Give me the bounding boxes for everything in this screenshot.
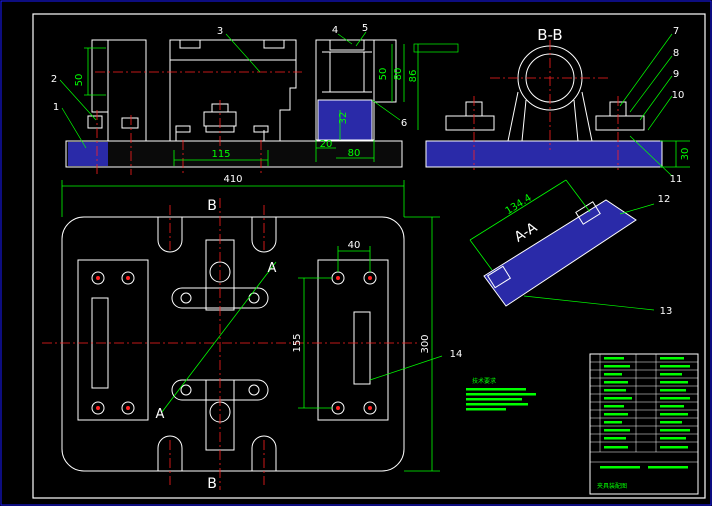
base-section-left <box>68 142 108 166</box>
dim-plan-300: 300 <box>420 334 431 353</box>
section-bb-label: B-B <box>537 26 562 44</box>
plan-dimensions <box>61 180 440 472</box>
plan-centerlines <box>42 198 420 490</box>
part-number-2: 2 <box>51 74 57 85</box>
part-number-6: 6 <box>401 118 407 129</box>
side-view <box>315 39 397 141</box>
part-number-7: 7 <box>673 26 679 37</box>
section-bb-view <box>425 45 663 168</box>
dim-front-115: 115 <box>211 149 230 160</box>
section-aa-label: A-A <box>512 219 541 245</box>
side-view-dimensions <box>315 44 419 162</box>
cut-label-b-top: B <box>207 198 217 214</box>
plan-view <box>61 216 405 472</box>
dim-plan-40: 40 <box>348 240 361 251</box>
part-number-3: 3 <box>217 26 223 37</box>
notes-heading: 技术要求 <box>472 377 496 385</box>
front-view-centerlines <box>95 71 302 175</box>
cut-label-a-top: A <box>268 261 277 276</box>
section-aa-dimensions <box>469 179 591 271</box>
side-section <box>317 99 373 141</box>
bb-base <box>425 140 663 168</box>
notes-lines <box>466 388 536 411</box>
dim-side-32: 32 <box>338 112 349 125</box>
part-number-8: 8 <box>673 48 679 59</box>
part-number-9: 9 <box>673 69 679 80</box>
dim-plan-155: 155 <box>292 333 303 352</box>
tolerance-frame <box>413 43 459 53</box>
section-bb-dimensions <box>660 140 690 168</box>
cut-label-b-bottom: B <box>207 476 217 492</box>
cut-line-aa <box>161 261 277 413</box>
dim-bb-30: 30 <box>680 148 691 161</box>
part-number-4: 4 <box>332 25 338 36</box>
section-bb-centerlines <box>473 40 619 170</box>
drawing-frame <box>32 13 706 499</box>
leader-lines <box>59 31 673 381</box>
dim-plan-410: 410 <box>223 174 242 185</box>
section-aa-view <box>483 199 637 307</box>
part-number-1: 1 <box>53 102 59 113</box>
part-numbers: 1 2 3 4 5 6 7 8 9 10 11 12 13 14 <box>51 23 685 360</box>
cut-label-a-bottom: A <box>156 407 165 422</box>
dim-side-80a: 80 <box>393 68 404 81</box>
front-view-dimensions <box>84 47 269 166</box>
part-number-13: 13 <box>660 306 673 317</box>
part-number-5: 5 <box>362 23 368 34</box>
title-block: 夹具装配图 <box>589 353 699 495</box>
dim-side-20: 20 <box>320 139 333 150</box>
dim-side-80b: 80 <box>348 148 361 159</box>
title-block-drawing-name: 夹具装配图 <box>597 482 627 490</box>
plan-hole-centers <box>96 276 372 410</box>
plan-base-plate <box>61 216 405 472</box>
part-number-12: 12 <box>658 194 671 205</box>
dim-side-86: 86 <box>408 70 419 83</box>
dim-side-50: 50 <box>378 68 389 81</box>
dim-front-50: 50 <box>74 74 85 87</box>
front-view <box>65 39 403 168</box>
part-number-10: 10 <box>672 90 685 101</box>
dim-aa-134: 134.4 <box>504 193 534 218</box>
part-number-14: 14 <box>450 349 463 360</box>
part-number-11: 11 <box>670 174 683 185</box>
